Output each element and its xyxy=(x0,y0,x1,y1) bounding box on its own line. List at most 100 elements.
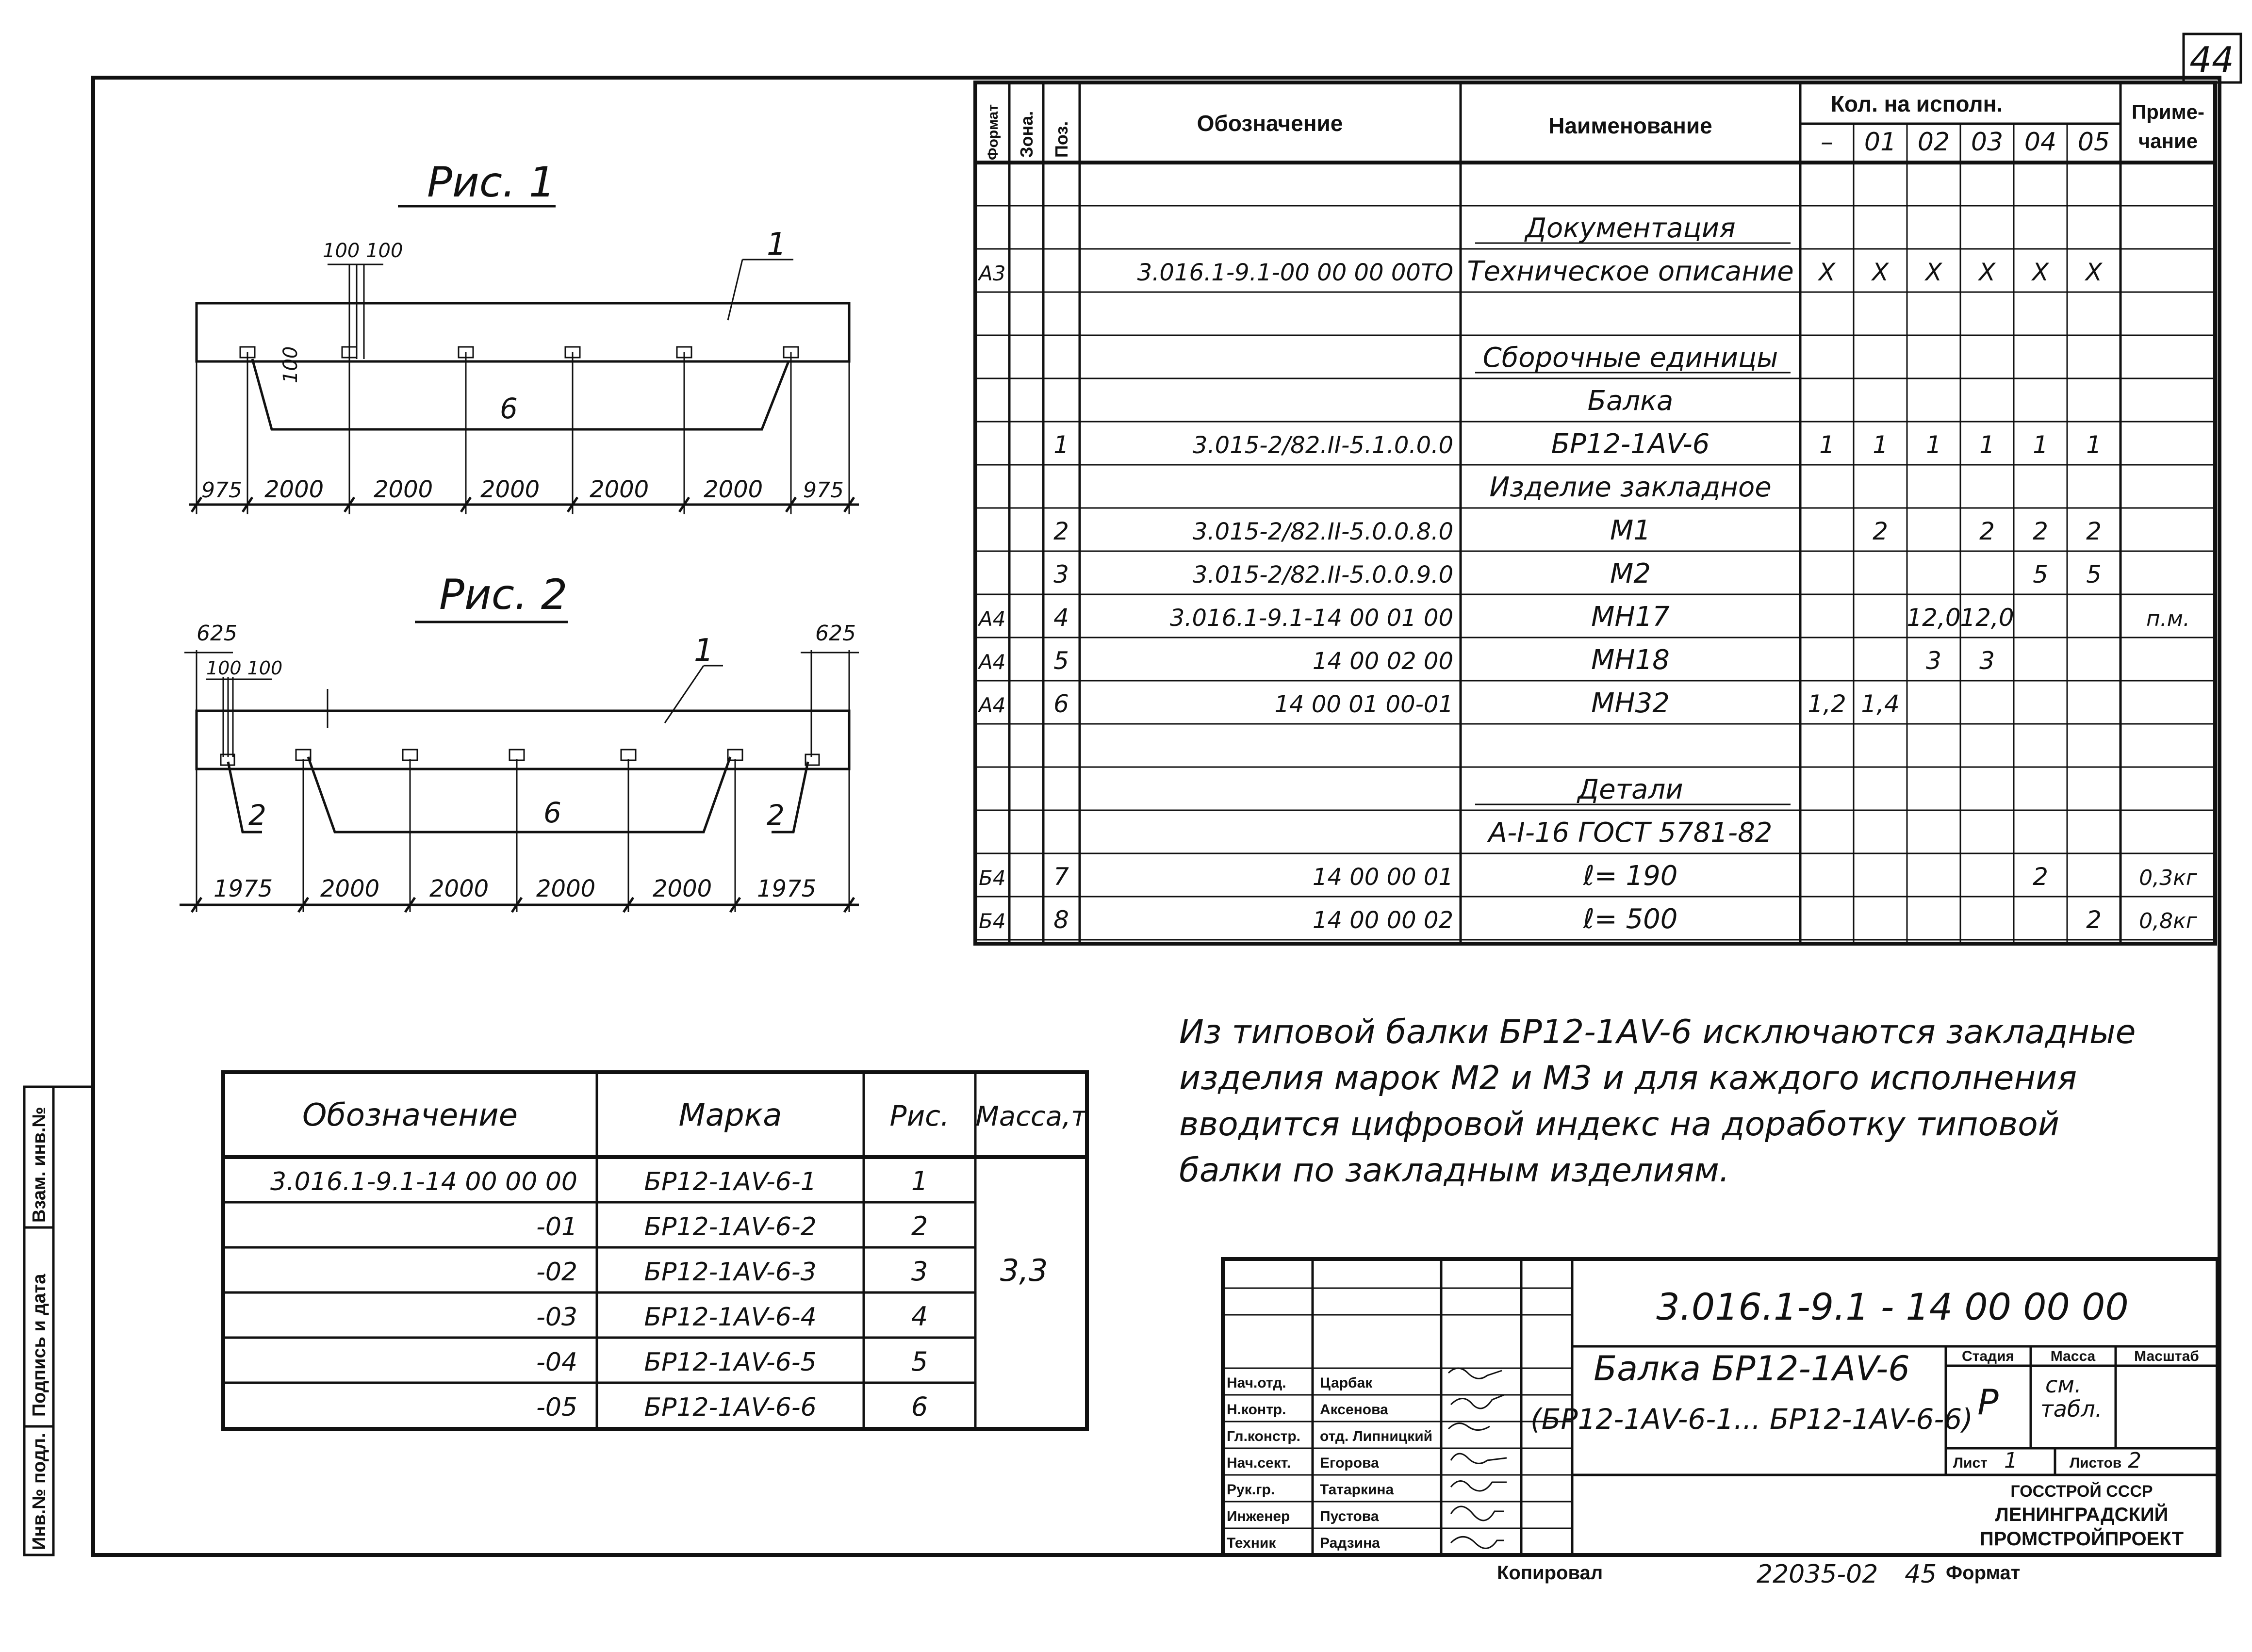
spec-header-qty-2: 02 xyxy=(1918,128,1950,157)
side-stamp-replace: Взам. инв.№ xyxy=(29,1107,49,1223)
marks-cell-designation: -04 xyxy=(536,1348,577,1377)
fig2-label-6: 6 xyxy=(543,796,561,829)
marks-cell-fig: 6 xyxy=(911,1391,928,1422)
marks-cell-fig: 5 xyxy=(911,1346,928,1377)
spec-header-zone: Зона. xyxy=(1017,111,1036,158)
tb-sheet-value: 1 xyxy=(2004,1448,2018,1473)
fig2-extension-lines xyxy=(184,650,859,912)
spec-cell-name: Балка xyxy=(1588,385,1674,417)
marks-cell-mark: БР12-1АV-6-3 xyxy=(644,1258,816,1287)
fig1-dim-4: 2000 xyxy=(590,476,649,503)
spec-cell-qty: 5 xyxy=(2086,560,2102,589)
side-stamp: Инв.№ подл. Подпись и дата Взам. инв.№ xyxy=(23,1085,93,1556)
spec-cell-qty: 1 xyxy=(1873,431,1888,459)
staff-role: Нач.сект. xyxy=(1227,1455,1291,1471)
fig1-dim-5: 2000 xyxy=(704,476,763,503)
spec-cell-name: МН32 xyxy=(1591,687,1670,719)
spec-header-qty-0: – xyxy=(1821,128,1833,157)
marks-header-mark: Марка xyxy=(679,1097,782,1133)
marks-cell-designation: 3.016.1-9.1-14 00 00 00 xyxy=(270,1167,577,1196)
fig2-dim-3: 2000 xyxy=(536,875,595,902)
staff-name: Татаркина xyxy=(1320,1482,1394,1498)
spec-header-qty-4: 04 xyxy=(2024,128,2056,157)
notes-block: Из типовой балки БР12-1АV-6 исключаются … xyxy=(1179,1013,2136,1190)
tb-org-3: ПРОМСТРОЙПРОЕКТ xyxy=(1980,1527,2184,1550)
spec-cell-designation: 3.015-2/82.II-5.0.0.9.0 xyxy=(1193,561,1453,589)
spec-cell-designation: 14 00 00 02 xyxy=(1313,907,1453,934)
spec-cell-qty: X xyxy=(2031,258,2050,286)
fig2-dim-top: 100 100 xyxy=(206,657,282,679)
staff-role: Инженер xyxy=(1227,1508,1290,1524)
note-line-4: балки по закладным изделиям. xyxy=(1179,1151,1729,1190)
tb-mass-value-1: см. xyxy=(2045,1372,2082,1398)
spec-cell-designation: 3.015-2/82.II-5.1.0.0.0 xyxy=(1193,432,1453,459)
spec-cell-name: ℓ= 190 xyxy=(1583,860,1678,892)
spec-header-note-2: чание xyxy=(2138,130,2198,152)
marks-cell-fig: 4 xyxy=(911,1301,928,1332)
fig2-dim-0: 1975 xyxy=(214,875,273,902)
spec-cell-designation: 14 00 02 00 xyxy=(1313,648,1453,675)
spec-cell-name: Детали xyxy=(1576,774,1683,805)
tb-doc-code: 3.016.1-9.1 - 14 00 00 00 xyxy=(1656,1285,2128,1328)
signatures xyxy=(1447,1367,1507,1549)
spec-cell-qty: 1 xyxy=(2033,431,2048,459)
spec-cell-qty: 1 xyxy=(1926,431,1941,459)
fig2-dim-2: 2000 xyxy=(429,875,489,902)
marks-cell-designation: -01 xyxy=(536,1212,577,1242)
specification-table: Формат Зона. Поз. Обозначение Наименован… xyxy=(973,81,2217,946)
spec-cell-format: А4 xyxy=(977,650,1005,674)
fig2-label-2-left: 2 xyxy=(248,799,266,832)
fig1-extension-lines xyxy=(196,263,850,514)
footer-format: Формат xyxy=(1946,1562,2020,1584)
fig1-dim-3: 2000 xyxy=(480,476,540,503)
marks-mass: 3,3 xyxy=(1000,1253,1048,1288)
spec-cell-pos: 1 xyxy=(1053,431,1069,459)
staff-role: Н.контр. xyxy=(1227,1402,1286,1418)
spec-cell-qty: 2 xyxy=(2033,517,2048,545)
staff-name: Радзина xyxy=(1320,1535,1380,1551)
staff-name: Аксенова xyxy=(1320,1402,1388,1418)
marks-cell-designation: -02 xyxy=(536,1258,577,1287)
marks-cell-mark: БР12-1АV-6-1 xyxy=(644,1167,816,1196)
spec-cell-pos: 5 xyxy=(1053,647,1069,675)
footer-order: 22035-02 xyxy=(1757,1560,1878,1589)
fig2-dim-ticks xyxy=(190,897,855,913)
spec-cell-qty: 3 xyxy=(1926,647,1941,675)
spec-cell-qty: 2 xyxy=(1873,517,1888,545)
fig1-dim-2: 2000 xyxy=(374,476,433,503)
spec-cell-qty: X xyxy=(1924,258,1943,286)
note-line-3: вводится цифровой индекс на доработку ти… xyxy=(1179,1105,2059,1144)
spec-cell-qty: 1,2 xyxy=(1808,690,1846,718)
spec-cell-name: Изделие закладное xyxy=(1489,472,1771,503)
tb-sheets-value: 2 xyxy=(2128,1448,2141,1473)
fig1-beam xyxy=(195,302,851,363)
staff-role: Техник xyxy=(1227,1535,1276,1551)
spec-cell-qty: 1 xyxy=(1819,431,1835,459)
spec-cell-pos: 3 xyxy=(1053,560,1069,589)
spec-header-qty: Кол. на исполн. xyxy=(1831,91,2003,116)
title-block: Нач.отд.ЦарбакН.контр.АксеноваГл.констр.… xyxy=(1221,1257,2219,1557)
spec-cell-format: А3 xyxy=(977,262,1005,285)
fig2-dim-right: 625 xyxy=(815,621,856,646)
spec-cell-format: А4 xyxy=(977,607,1005,631)
marks-cell-fig: 3 xyxy=(911,1256,928,1287)
spec-cell-qty: X xyxy=(1817,258,1836,286)
fig2-beam xyxy=(195,709,851,770)
spec-cell-pos: 4 xyxy=(1053,604,1069,632)
marks-cell-mark: БР12-1АV-6-2 xyxy=(644,1212,816,1242)
marks-cell-fig: 1 xyxy=(911,1166,928,1196)
spec-cell-qty: 2 xyxy=(2086,517,2102,545)
spec-cell-qty: 12,0 xyxy=(1907,604,1960,632)
spec-cell-designation: 14 00 00 01 xyxy=(1313,864,1453,891)
spec-cell-format: Б4 xyxy=(979,909,1006,933)
note-line-2: изделия марок М2 и М3 и для каждого испо… xyxy=(1179,1059,2077,1097)
staff-name: отд. Липницкий xyxy=(1320,1428,1432,1444)
figure-1: Рис. 1 1 100 xyxy=(189,158,859,514)
spec-cell-designation: 3.015-2/82.II-5.0.0.8.0 xyxy=(1193,518,1453,545)
spec-cell-designation: 14 00 01 00-01 xyxy=(1275,691,1453,718)
fig1-dim-6: 975 xyxy=(803,478,844,503)
fig1-dim-ticks xyxy=(190,496,855,513)
fig2-dim-left: 625 xyxy=(197,621,237,646)
spec-cell-qty: 2 xyxy=(2033,863,2048,891)
spec-cell-name: М2 xyxy=(1610,558,1651,589)
